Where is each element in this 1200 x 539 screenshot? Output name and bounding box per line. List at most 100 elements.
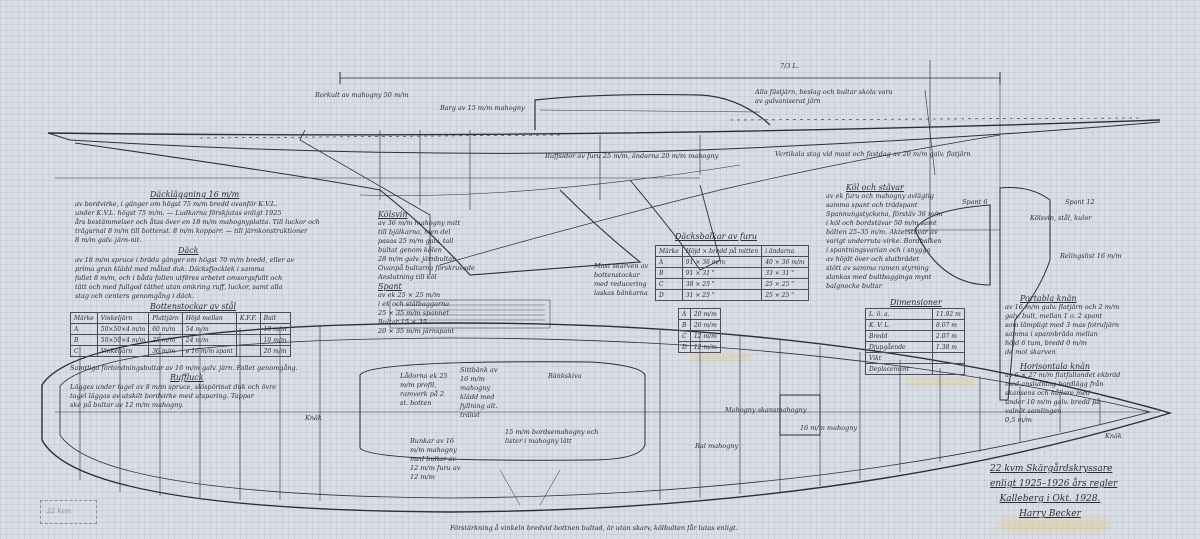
table-cell: 20 m/m [259,345,291,357]
spec-line: samma spant och trädspant [826,201,918,209]
table-cell: 24 m/m [181,334,237,346]
table-cell: C [678,330,691,342]
spec-line: Spannungstyckena, förstäv 36 m/m [826,210,943,218]
table-cell: Märke [655,245,683,257]
paper-stain [1000,518,1110,532]
kol-stavar-block: Köl och stävar av ek furu och mahogny av… [826,183,942,291]
table-cell: 2.07 m [932,330,965,342]
spec-line: bälten 25–35 m/m. Akterstävar av [826,228,938,236]
table-cell: 33 × 31 " [761,267,809,279]
cockpit-floor-label: Lådorna ek 25 m/m profil, ramverk på 2 s… [400,372,448,407]
table-cell: ø 16 m/m spant [181,345,237,357]
spec-line: tätt och med fullgod täthet utan omkring… [75,283,283,291]
table-cell: D [655,289,683,301]
spec-line: Lägges under tagel av 8 m/m spruce, slös… [70,383,277,391]
archive-stamp: 22 kvm [40,500,97,524]
spec-line: av 16 m/m galv. flatjärn och 2 m/m [1005,303,1120,311]
table-cell: Höjd mellan [181,312,237,324]
designer-signature: Harry Becker [1019,509,1081,519]
plan-view [41,299,1173,513]
profile-view [47,60,1161,276]
table-cell: 11.92 m [932,308,965,320]
spant-heading: Spant [378,282,402,291]
spec-line: höjd 6 tum, bredd 0 m/m [1005,339,1087,347]
spec-line: av 6 × 27 m/m flatfallandet ekbräd [1005,371,1121,379]
kolsvin-block: Kölsvin av 36 m/m mahogny mitt till bjäl… [378,210,475,282]
spec-line: av 18 m/m spruce i bräda gänger om högst… [75,256,295,264]
table-cell: 31 × 25 " [681,289,763,301]
table-cell: Bredd [865,330,933,342]
kol-stavar-heading: Köl och stävar [846,183,904,192]
table-cell: A [678,308,691,320]
table-cell: B [678,319,691,331]
table-cell: 1.38 m [932,341,965,353]
spec-line: till bjälkarna, men del [378,228,451,236]
table-cell: Djupgående [865,341,933,353]
spec-line: slankas med bultbagginga mynt [826,273,932,281]
spec-line: under 10 m/m galv. bredd på [1005,398,1101,406]
rail-plan-label: Ral mahogny [695,442,739,450]
table-cell: Märke [70,312,98,324]
spec-line: ske på bultar av 12 m/m mahogny. [70,401,184,409]
spec-line: stag och centers genomgång i däck. [75,292,195,300]
table-cell: C [70,345,98,357]
table-cell: C [655,278,683,290]
table-cell: Höjd × bredd på mitten [681,245,763,257]
table-cell: 38 × 25 " [681,278,763,290]
table-cell: Vinkeljärn [96,312,150,324]
dimension-label: 7/3 L. [780,62,799,70]
table-cell [235,323,261,335]
table-cell: Plattjärn [148,312,183,324]
table-cell: Deplacement [865,363,933,375]
bottenstockar-note: Samtliga förbindningsbultar av 16 m/m ga… [70,364,298,372]
spec-line: av höjdt över och slutbrädet [826,255,919,263]
knee-mark-1: Knäk [305,414,322,422]
cover-label: Mahogny skansmahogny [725,406,807,414]
spec-line: 8 m/m galv. järn-nit. [75,236,142,244]
spec-line: Anslutning till köl [378,273,437,281]
spec-line: 28 m/m galv. järnbultar [378,255,456,263]
spec-line: galv. bult, mellan 1 o. 2 spant [1005,312,1103,320]
spec-line: i ek och stälbaggarna [378,300,450,308]
bunk-label: Bunkar av 16 m/m mahogny med bultar av 1… [410,437,461,481]
table-cell: B [70,334,98,346]
deck-heading: Däck [178,246,199,255]
spec-line: fallet 8 m/m, och i båda fallen utföres … [75,274,283,282]
table-cell: Vinkeljärn [96,345,150,357]
table-cell: 50×50×4 m/m [96,334,150,346]
title-block: 22 kvm Skärgårdskryssare enligt 1925–192… [990,462,1117,522]
deckhouse-label: Ruffsidor av furu 25 m/m, ändarna 20 m/m… [545,152,719,160]
bottom-caption: Förstärkning å vinkeln bredvid bottnen b… [450,524,738,532]
table-cell: 36 m/m [148,345,183,357]
drawing-title: 22 kvm Skärgårdskryssare [990,464,1113,474]
spec-line: av ek furu och mahogny avlägtig [826,192,934,200]
spec-line: trägarnal 8 m/m till bottenst. 8 m/m kop… [75,227,308,235]
spec-line: års bestämmelser och åtas över en 18 m/m… [75,218,320,226]
table-cell: Bult [259,312,291,324]
spec-line: i köl och bordstävar 50 m/m samt [826,219,937,227]
top-note-label: Alla fästjärn, beslag och bultar skola v… [755,88,893,105]
side-bench-label: Sittbänk av 16 m/m mahogny klädd med fyl… [460,366,498,419]
tiller-label: Rorkult av mahogny 50 m/m [315,91,409,99]
table-cell: B [655,267,683,279]
table-cell: 20 m/m [689,319,721,331]
spec-line: tagel läggas av utskilt bordvirke med ut… [70,392,254,400]
table-cell: 91 × 31 " [681,267,763,279]
section-views [905,187,1051,401]
knee-mark-2: Knäk [1105,432,1122,440]
table-cell: 40 × 36 m/m [761,256,809,268]
table-cell: L. ö. a. [865,308,933,320]
spec-line: samma i spannbräda mellan [1005,330,1098,338]
spec-line: valnöt samlingen [1005,407,1062,415]
table-cell: 12 m/m [689,341,721,353]
spec-line: stött av samma ramen styrning [826,264,929,272]
spec-line: de mot skarven [1005,348,1056,356]
horisontala-knan-heading: Horisontala knän [1020,362,1091,371]
table-cell: A [655,256,683,268]
mast-note-label: Vertikala stag vid mast och fastdag av 2… [775,150,971,158]
